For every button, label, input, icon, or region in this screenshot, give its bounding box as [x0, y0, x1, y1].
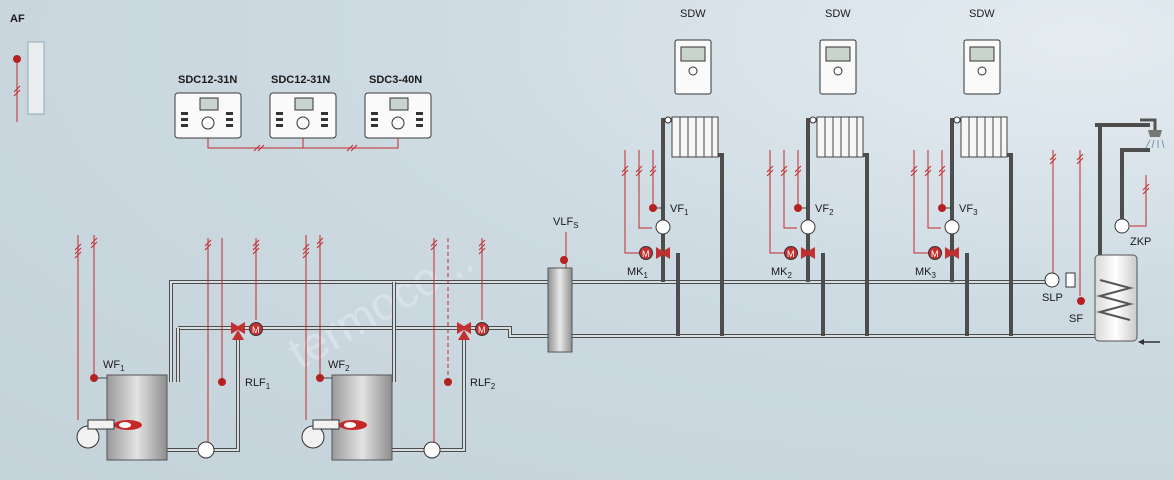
radiator-icon — [809, 116, 864, 158]
zkp-label: ZKP — [1130, 236, 1151, 248]
boiler-pump-icon — [423, 441, 441, 459]
room-unit-icon — [674, 39, 712, 95]
controller-sdc-icon — [364, 92, 432, 139]
slp-pump-icon — [1044, 272, 1060, 288]
motor-label: M — [642, 249, 650, 259]
mk2-label: MK2 — [771, 266, 793, 280]
outdoor-sensor-af: AF — [10, 13, 45, 122]
controller-sdc-icon — [269, 92, 337, 139]
shower-head-icon — [1148, 130, 1162, 137]
controller-sdc-icon — [174, 92, 242, 139]
radiator-icon — [664, 116, 719, 158]
vlfs-sensor: VLFS — [553, 216, 579, 268]
vf-sensor-icon — [649, 204, 657, 212]
valve-motor-icon — [475, 322, 489, 336]
pump-icon — [800, 219, 816, 235]
vf2-label: VF2 — [815, 203, 834, 217]
heating-circuit-2: M VF2 MK2 — [766, 150, 834, 280]
vlfs-label: VLFS — [553, 216, 579, 230]
vf3-label: VF3 — [959, 203, 978, 217]
watermark: termoco... — [279, 231, 482, 378]
rlf-sensor-icon — [218, 378, 226, 386]
cold-water-arrow-icon — [1138, 339, 1144, 345]
wf-sensor-icon — [316, 374, 324, 382]
mixer-motor-icon — [639, 246, 653, 260]
hydraulic-separator-icon — [547, 267, 573, 353]
controller-label-2: SDC12-31N — [271, 74, 330, 86]
room-unit-icon — [963, 39, 1001, 95]
mk1-label: MK1 — [627, 266, 649, 280]
controller-label-1: SDC12-31N — [178, 74, 237, 86]
boiler-icon — [331, 374, 393, 461]
vf-sensor-icon — [794, 204, 802, 212]
room-unit-icon — [819, 39, 857, 95]
room-units: SDW SDW SDW — [674, 8, 1001, 95]
af-sensor-icon — [13, 55, 21, 63]
sf-sensor-icon — [1077, 297, 1085, 305]
check-valve-icon — [1065, 272, 1076, 288]
valve-motor-icon — [249, 322, 263, 336]
rlf1-label: RLF1 — [245, 377, 271, 391]
svg-text:M: M — [478, 325, 486, 335]
sdw-label-1: SDW — [680, 8, 706, 20]
pump-icon — [944, 219, 960, 235]
boiler-pump-icon — [197, 441, 215, 459]
vlfs-sensor-icon — [560, 256, 568, 264]
rlf2-label: RLF2 — [470, 377, 496, 391]
heating-circuit-3: M VF3 MK3 — [910, 150, 978, 280]
motor-label: M — [787, 249, 795, 259]
sdw-label-3: SDW — [969, 8, 995, 20]
mixer-motor-icon — [928, 246, 942, 260]
wf-sensor-icon — [90, 374, 98, 382]
dhw-section: SLP SF ZKP — [1042, 118, 1165, 345]
mk3-label: MK3 — [915, 266, 937, 280]
dhw-tank-icon — [1094, 254, 1138, 342]
boiler-2: WF2 RLF2 M — [301, 235, 496, 461]
rlf-sensor-icon — [444, 378, 452, 386]
slp-label: SLP — [1042, 292, 1063, 304]
wf2-label: WF2 — [328, 359, 350, 373]
pipe-network — [166, 118, 1150, 452]
radiator-icon — [953, 116, 1008, 158]
zkp-pump-icon — [1114, 218, 1130, 234]
af-label: AF — [10, 13, 25, 25]
vf-sensor-icon — [938, 204, 946, 212]
motor-label: M — [931, 249, 939, 259]
controller-label-3: SDC3-40N — [369, 74, 422, 86]
boiler-icon — [106, 374, 168, 461]
coil-icon — [1096, 279, 1134, 321]
sf-label: SF — [1069, 313, 1083, 325]
vf1-label: VF1 — [670, 203, 689, 217]
wf1-label: WF1 — [103, 359, 125, 373]
mixer-motor-icon — [784, 246, 798, 260]
svg-text:M: M — [252, 325, 260, 335]
sdw-label-2: SDW — [825, 8, 851, 20]
boiler-1: WF1 RLF1 M — [74, 235, 271, 461]
radiators — [664, 116, 1008, 158]
pump-icon — [655, 219, 671, 235]
wall-icon — [27, 41, 45, 115]
heating-circuit-1: M VF1 MK1 — [621, 150, 689, 280]
controller-panels: SDC12-31N SDC12-31N SDC3-40N — [174, 74, 432, 152]
